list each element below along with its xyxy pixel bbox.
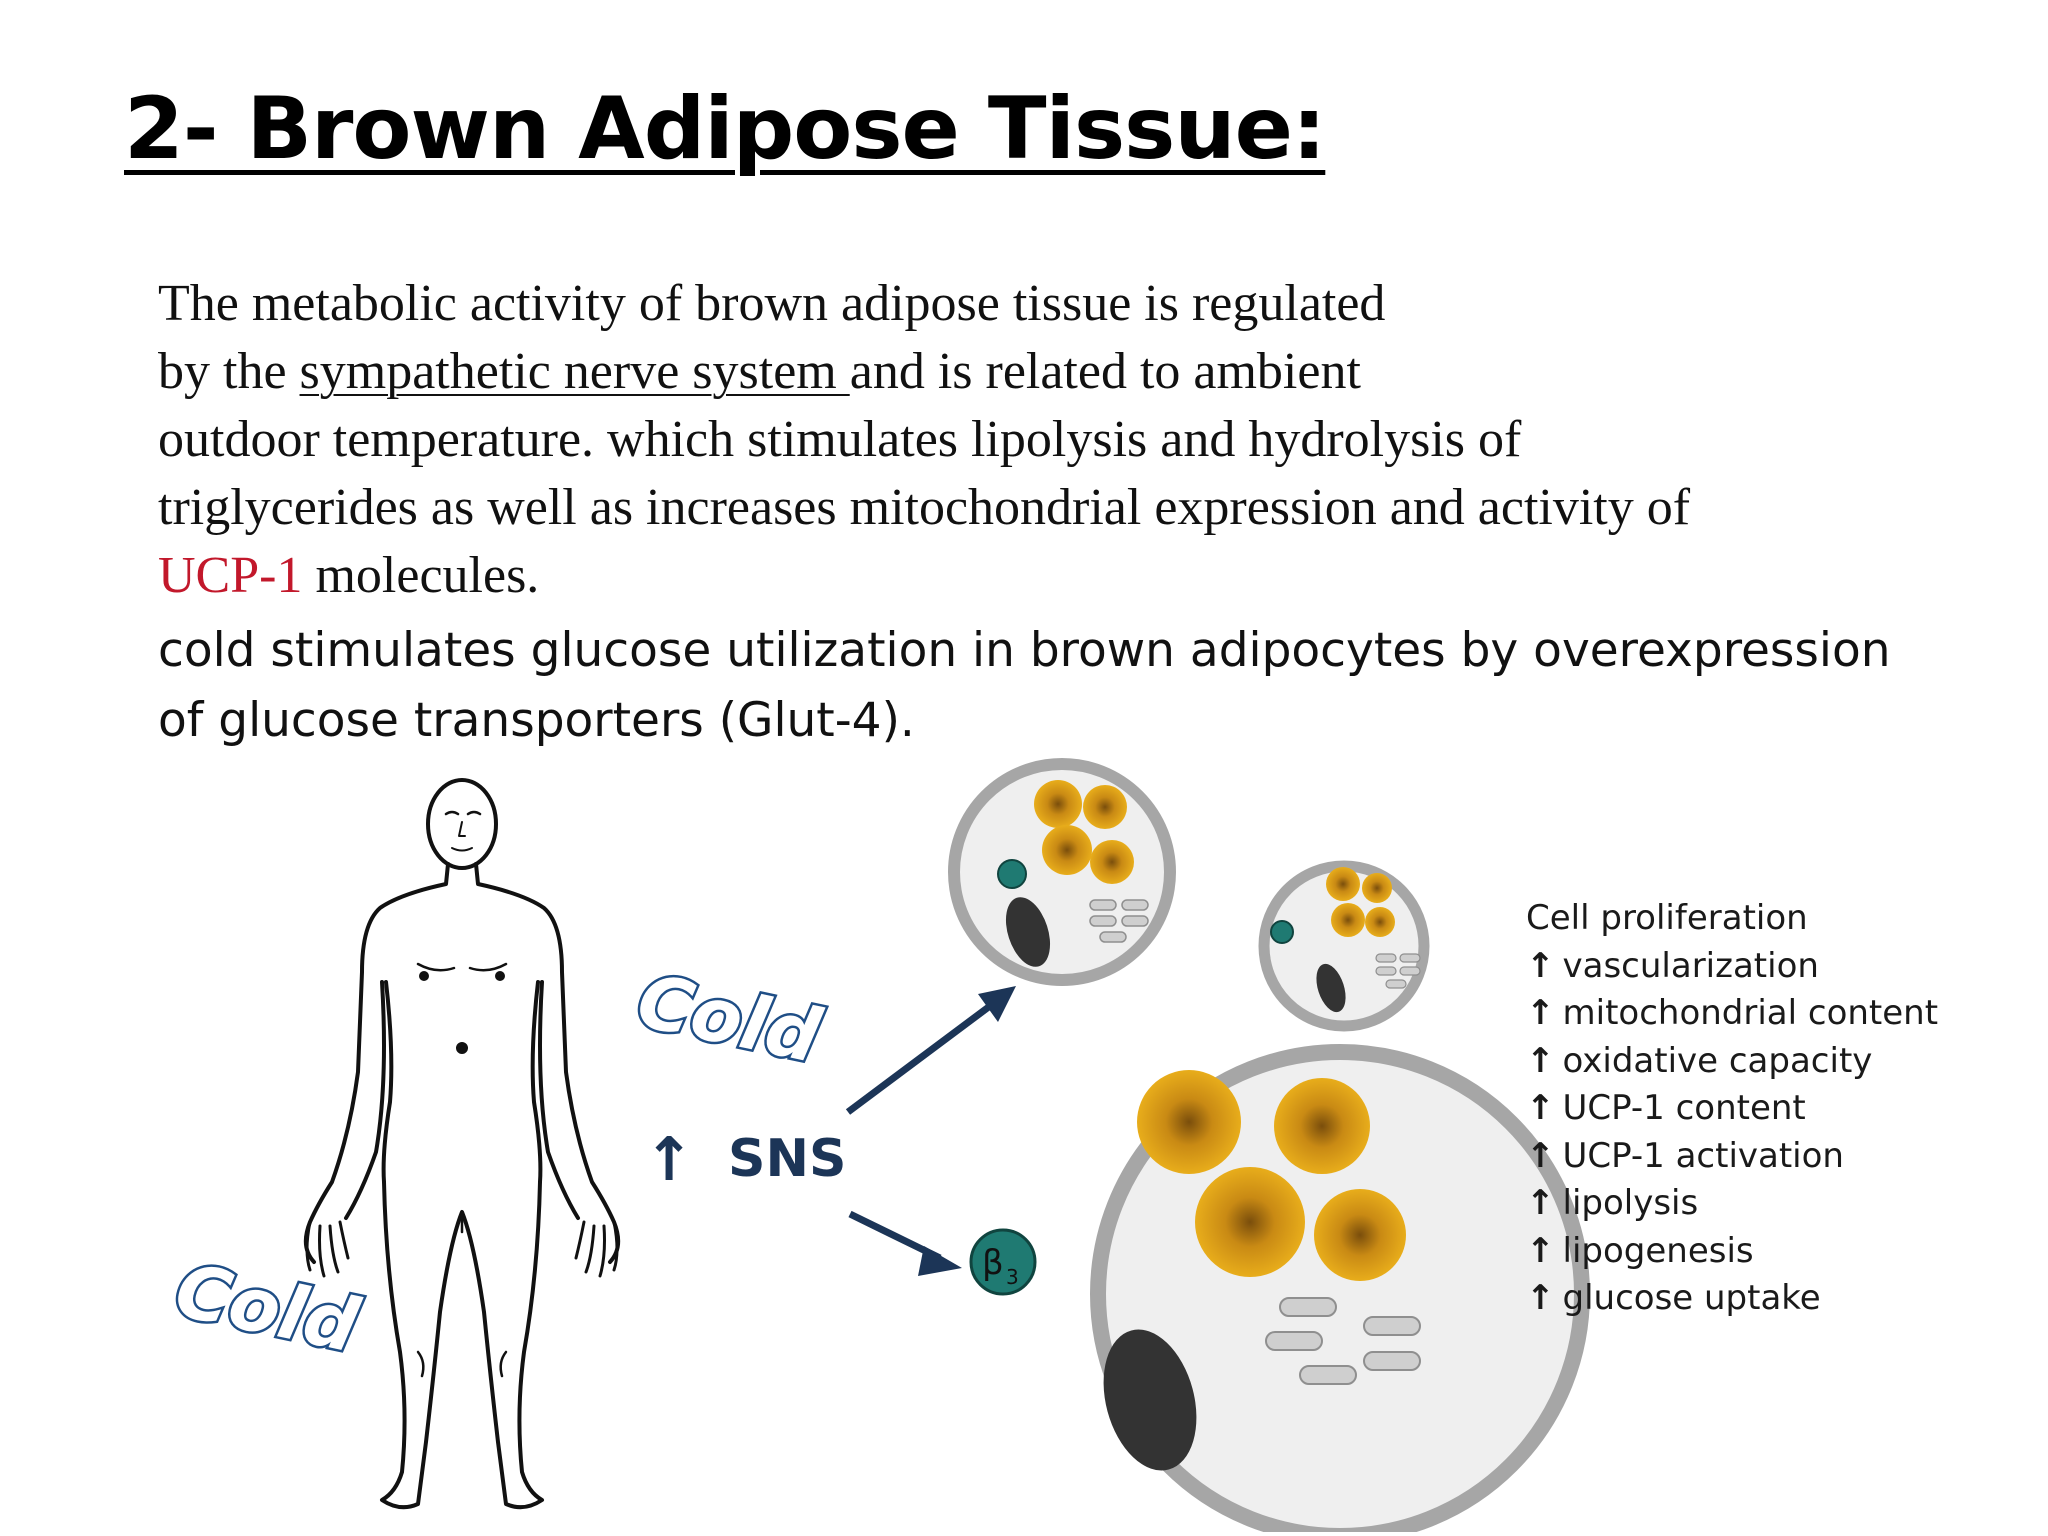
- beta3-receptor-subscript: 3: [1006, 1265, 1019, 1289]
- adipocyte-small-1: [948, 758, 1176, 986]
- bat-activation-figure: Cold Cold ↑ SNS: [166, 758, 1590, 1532]
- effect-label: UCP-1 activation: [1562, 1135, 1844, 1176]
- effect-label: UCP-1 content: [1562, 1088, 1806, 1128]
- paragraph-line-2-pre: by the: [158, 343, 300, 400]
- adipocyte-small-2: [1258, 860, 1430, 1032]
- effect-label: lipogenesis: [1562, 1230, 1754, 1271]
- glucose-note-line-1: cold stimulates glucose utilization in b…: [158, 623, 1891, 678]
- paragraph-line-2: by the sympathetic nerve system and is r…: [158, 338, 1918, 406]
- glucose-note: cold stimulates glucose utilization in b…: [158, 616, 1890, 756]
- effect-label: mitochondrial content: [1562, 993, 1939, 1033]
- paragraph-line-4: triglycerides as well as increases mitoc…: [158, 479, 1691, 536]
- up-arrow-icon: ↑: [1526, 1088, 1555, 1128]
- slide-title: 2- Brown Adipose Tissue:: [124, 79, 1326, 179]
- up-arrow-icon: ↑: [1526, 1135, 1555, 1176]
- paragraph-line-5: UCP-1 molecules.: [158, 542, 1918, 610]
- effect-item: ↑mitochondrial content: [1526, 990, 1938, 1038]
- up-arrow-icon: ↑: [1526, 1278, 1555, 1318]
- effect-label: lipolysis: [1562, 1183, 1699, 1223]
- arrow-to-beta3-receptor-icon: [848, 1210, 962, 1276]
- effect-label: glucose uptake: [1562, 1278, 1821, 1318]
- up-arrow-icon: ↑: [1526, 945, 1555, 986]
- effect-item: ↑vascularization: [1526, 943, 1938, 991]
- human-body-illustration: [303, 778, 621, 1510]
- up-arrow-icon: ↑: [1526, 993, 1555, 1033]
- effects-list: Cell proliferation ↑vascularization ↑mit…: [1526, 895, 1938, 1323]
- effect-label: oxidative capacity: [1562, 1040, 1873, 1081]
- sns-arrow-icon: ↑: [644, 1125, 694, 1195]
- arrow-to-proliferating-cells-icon: [845, 986, 1016, 1115]
- effects-heading: Cell proliferation: [1526, 898, 1808, 938]
- sns-label: SNS: [728, 1129, 846, 1189]
- paragraph-line-1: The metabolic activity of brown adipose …: [158, 275, 1386, 332]
- up-arrow-icon: ↑: [1526, 1183, 1555, 1223]
- effect-label: vascularization: [1562, 945, 1819, 986]
- effect-item: ↑oxidative capacity: [1526, 1038, 1938, 1086]
- ucp1-term: UCP-1: [158, 547, 303, 604]
- up-arrow-icon: ↑: [1526, 1040, 1555, 1081]
- paragraph-line-5-post: molecules.: [302, 547, 540, 604]
- effect-item: ↑lipolysis: [1526, 1180, 1938, 1228]
- glucose-note-line-2: of glucose transporters (Glut-4).: [158, 693, 915, 748]
- paragraph-line-2-post: and is related to ambient: [849, 343, 1361, 400]
- paragraph-line-3: outdoor temperature. which stimulates li…: [158, 411, 1522, 468]
- sympathetic-nerve-system-term: sympathetic nerve system: [299, 343, 850, 400]
- beta3-receptor-label: β: [982, 1243, 1004, 1283]
- beta3-receptor-icon: β 3: [969, 1228, 1037, 1296]
- up-arrow-icon: ↑: [1526, 1230, 1555, 1271]
- adipocyte-large: [1090, 1044, 1590, 1532]
- cold-label-top: Cold: [630, 958, 828, 1080]
- effect-item: ↑UCP-1 activation: [1526, 1133, 1938, 1181]
- body-paragraph: The metabolic activity of brown adipose …: [158, 270, 1918, 610]
- effect-item: ↑glucose uptake: [1526, 1275, 1938, 1323]
- effect-item: ↑UCP-1 content: [1526, 1085, 1938, 1133]
- effect-item: ↑lipogenesis: [1526, 1228, 1938, 1276]
